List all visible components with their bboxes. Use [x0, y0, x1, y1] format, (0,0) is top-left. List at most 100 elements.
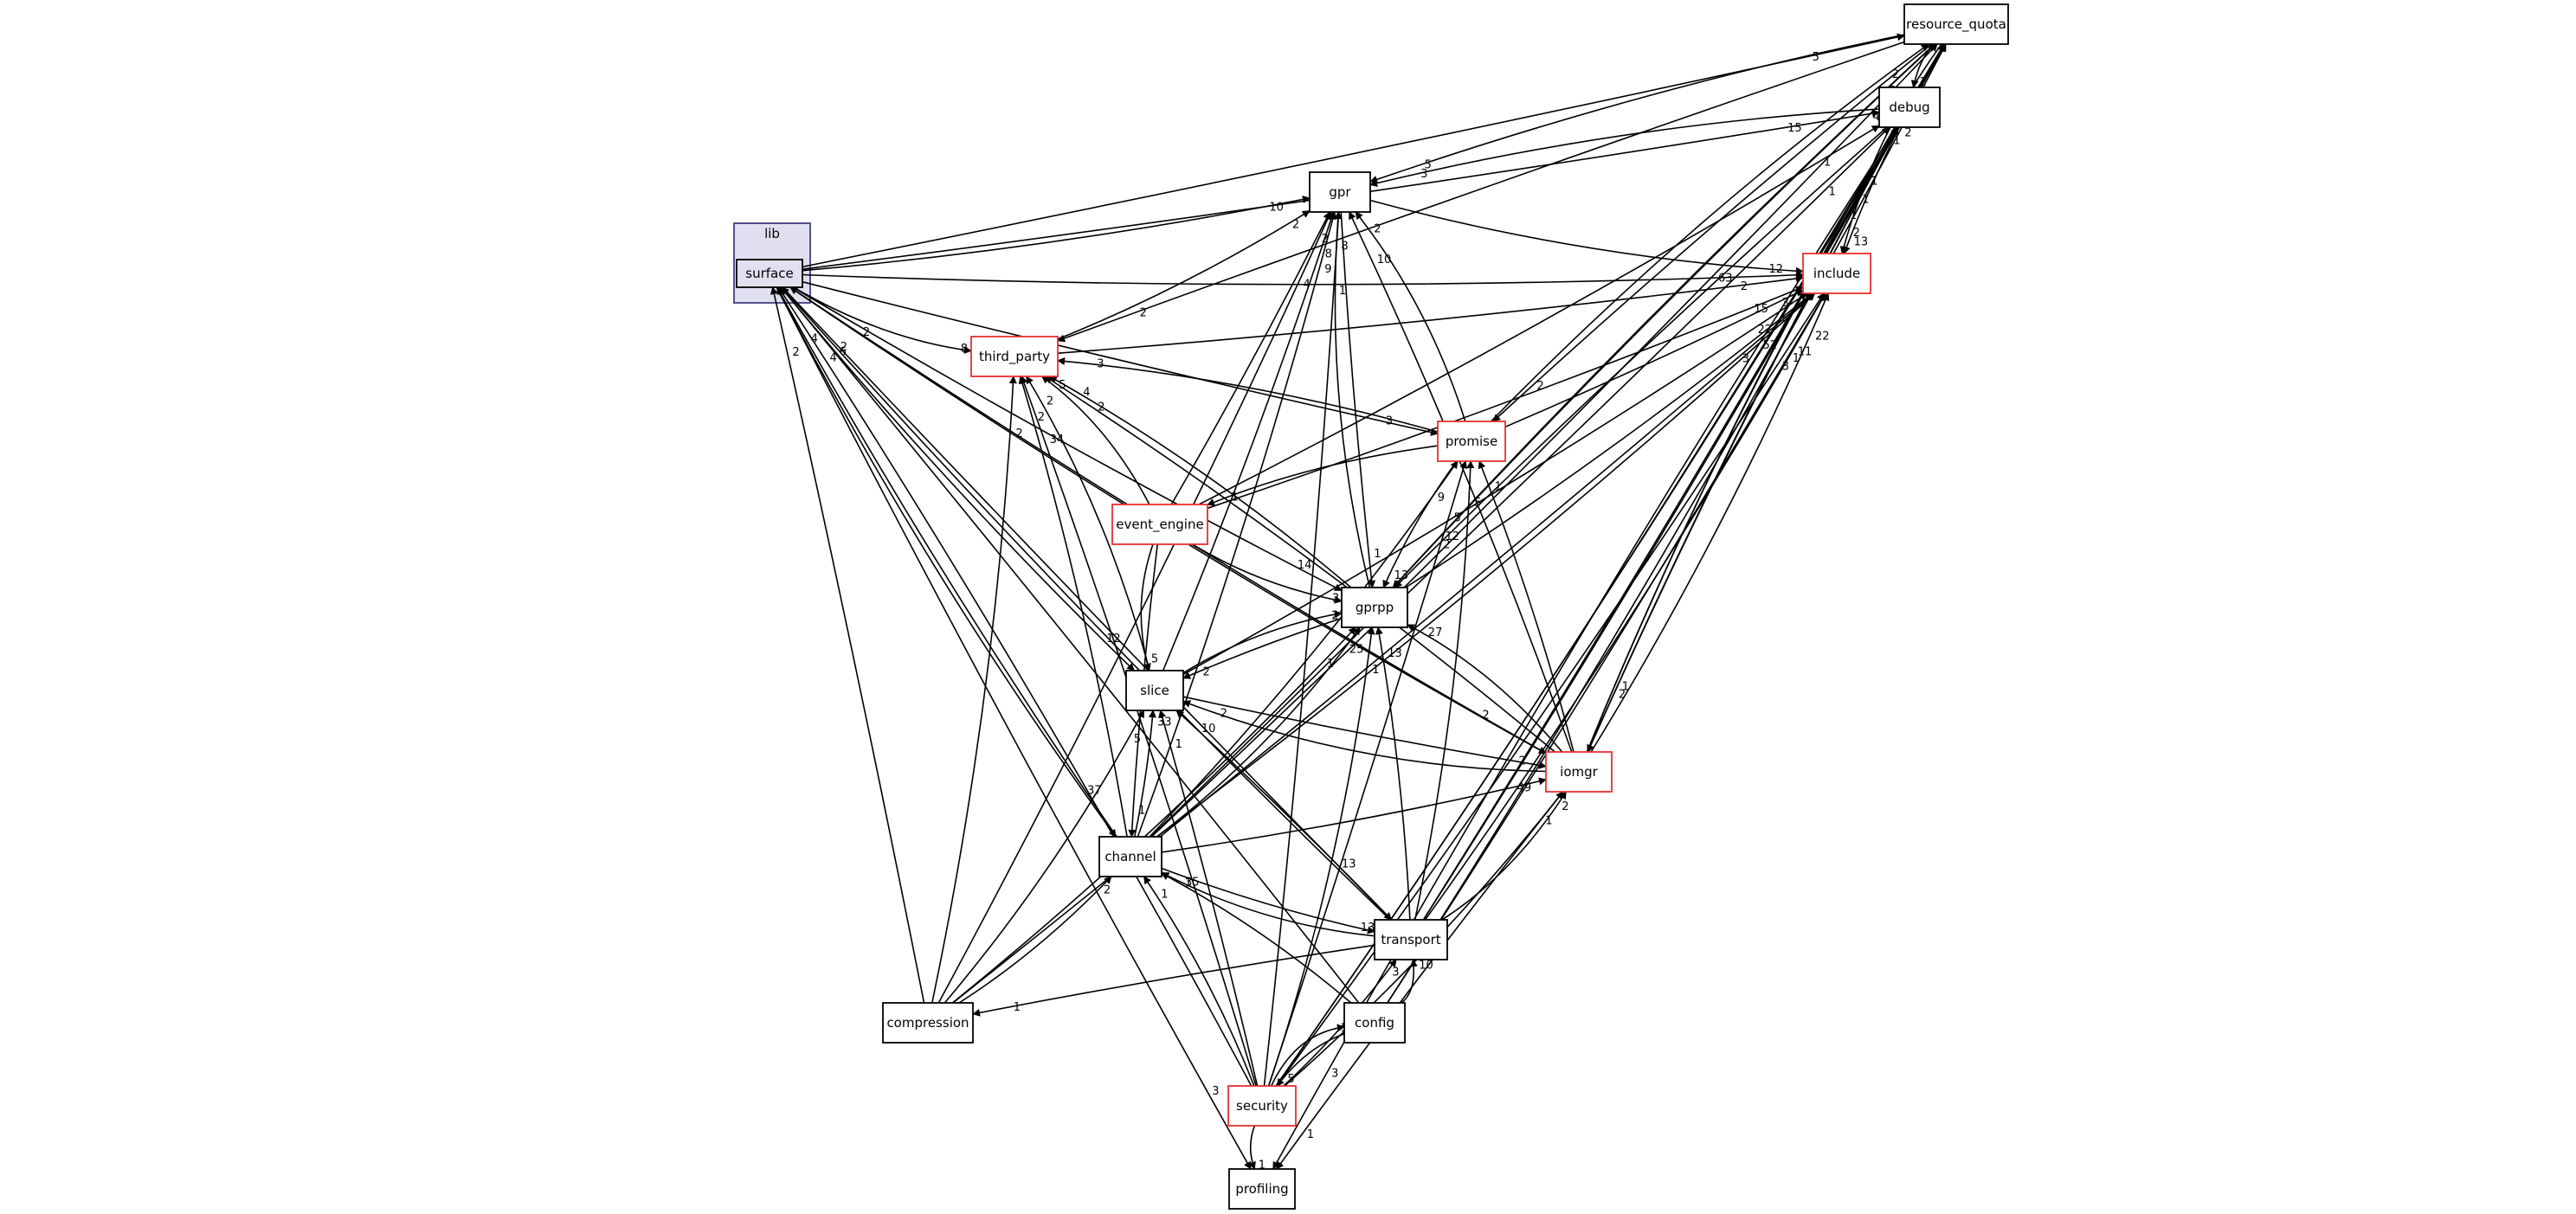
edge-channel-to-promise	[1149, 460, 1459, 838]
node-security[interactable]: security	[1227, 1085, 1297, 1127]
edge-gprpp-to-third_party	[1048, 376, 1352, 588]
edge-gprpp-to-gpr	[1334, 211, 1371, 588]
edge-label-security-to-include: 3	[1782, 360, 1789, 373]
node-gprpp-box	[1341, 587, 1408, 628]
node-debug[interactable]: debug	[1878, 87, 1941, 128]
node-promise[interactable]: promise	[1437, 421, 1506, 462]
edge-gprpp-to-include	[1405, 292, 1813, 588]
node-debug-label: debug	[1889, 100, 1929, 115]
edge-label-iomgr-to-profiling: 1	[1307, 1128, 1314, 1141]
edge-label-security-to-slice: 1	[1175, 738, 1182, 751]
edge-label-surface-to-promise: 3	[1386, 414, 1393, 427]
edge-label-security-to-iomgr: 1	[1545, 815, 1552, 828]
edge-security-to-third_party	[1020, 376, 1257, 1087]
edge-label-channel-to-gprpp: 25	[1349, 644, 1364, 657]
edge-label-gprpp-to-slice: 2	[1203, 666, 1210, 679]
node-surface-box	[736, 259, 803, 288]
edge-iomgr-to-debug	[1586, 126, 1898, 753]
node-event_engine-box	[1111, 504, 1208, 545]
edge-channel-to-gprpp	[1156, 626, 1361, 838]
node-gprpp[interactable]: gprpp	[1341, 587, 1408, 628]
edge-label-promise-to-gprpp: 13	[1394, 569, 1409, 582]
node-slice-label: slice	[1140, 683, 1169, 698]
node-surface[interactable]: surface	[736, 259, 803, 288]
edge-label-debug-to-gprpp: 2	[1443, 539, 1450, 552]
edge-iomgr-to-promise	[1478, 460, 1575, 753]
node-gpr[interactable]: gpr	[1309, 171, 1371, 213]
node-transport-label: transport	[1381, 932, 1440, 947]
node-iomgr-box	[1545, 751, 1613, 793]
edge-label-gprpp-to-include: 9	[1782, 316, 1789, 329]
edge-security-to-gpr	[1263, 211, 1343, 1087]
edge-label-surface-to-slice: 12	[1106, 633, 1121, 646]
edge-label-channel-to-transport: 13	[1361, 922, 1375, 935]
node-compression[interactable]: compression	[882, 1002, 974, 1044]
edge-gpr-to-gprpp	[1340, 211, 1376, 588]
node-config-label: config	[1355, 1015, 1394, 1031]
edge-label-surface-to-third_party: 8	[961, 343, 968, 356]
edge-label-event_engine-to-debug: 1	[1824, 157, 1831, 170]
edge-label-promise-to-gpr: 2	[1374, 222, 1381, 235]
node-config[interactable]: config	[1343, 1002, 1406, 1044]
edge-security-to-config	[1270, 1024, 1345, 1087]
node-resource_quota[interactable]: resource_quota	[1903, 3, 2009, 45]
edge-promise-to-resource_quota	[1490, 43, 1929, 422]
edge-label-gprpp-to-gpr: 8	[1341, 241, 1348, 254]
edge-label-channel-to-iomgr: 49	[1517, 781, 1532, 794]
edge-label-event_engine-to-include: 15	[1754, 303, 1768, 316]
edge-label-compression-to-channel: 2	[1104, 884, 1111, 897]
edge-label-security-to-surface: 4	[830, 352, 837, 365]
edge-compression-to-slice	[943, 710, 1145, 1004]
node-third_party[interactable]: third_party	[970, 336, 1059, 377]
node-iomgr[interactable]: iomgr	[1545, 751, 1613, 793]
edge-promise-to-gpr	[1355, 211, 1466, 422]
edge-label-transport-to-debug: 1	[1862, 194, 1869, 207]
edge-label-debug-to-profiling: 3	[1331, 1067, 1338, 1080]
edge-iomgr-to-gpr	[1349, 211, 1573, 753]
edge-label-iomgr-to-debug: 1	[1871, 175, 1877, 188]
edge-label-compression-to-gprpp: 1	[1327, 658, 1334, 671]
edge-label-layer: 5151063831412237133252221213132231212232…	[793, 51, 1928, 1172]
node-include[interactable]: include	[1802, 253, 1871, 294]
edge-surface-to-resource_quota	[802, 33, 1905, 268]
edge-security-to-surface	[777, 286, 1253, 1087]
edge-label-surface-to-transport: 13	[1342, 858, 1356, 871]
edge-security-to-include	[1276, 292, 1825, 1087]
edge-transport-to-include	[1424, 292, 1826, 921]
edge-security-to-transport	[1283, 959, 1397, 1087]
edge-label-third_party-to-gpr: 2	[1292, 219, 1299, 232]
edge-label-event_engine-to-third_party: 5	[1059, 379, 1066, 392]
edge-transport-to-compression	[972, 944, 1375, 1017]
node-transport[interactable]: transport	[1374, 919, 1448, 960]
edge-third_party-to-include	[1057, 274, 1804, 354]
node-profiling[interactable]: profiling	[1228, 1168, 1296, 1210]
edge-label-transport-to-gprpp: 13	[1388, 647, 1402, 660]
edge-label-config-to-channel: 1	[1185, 877, 1192, 890]
edge-debug-to-include	[1843, 126, 1901, 254]
edge-label-transport-to-include: 11	[1798, 346, 1813, 359]
edge-label-surface-to-channel: 37	[1087, 784, 1102, 797]
edge-channel-to-include	[1156, 292, 1816, 838]
edge-label-transport-to-slice: 10	[1201, 723, 1216, 735]
edge-label-surface-to-debug: 15	[1787, 122, 1802, 135]
edge-label-debug-to-include: 13	[1854, 235, 1869, 248]
edge-third_party-to-gpr	[1057, 209, 1311, 340]
edge-transport-to-surface	[781, 286, 1391, 921]
edge-debug-to-gprpp	[1394, 126, 1888, 588]
edge-event_engine-to-third_party	[1040, 376, 1150, 505]
node-channel[interactable]: channel	[1098, 836, 1162, 877]
node-slice[interactable]: slice	[1125, 670, 1184, 711]
node-promise-label: promise	[1446, 434, 1497, 449]
edge-surface-to-transport	[782, 286, 1393, 921]
edge-label-channel-to-resource_quota: 4	[1873, 111, 1880, 124]
edge-label-promise-to-resource_quota: 2	[1892, 68, 1899, 81]
edge-label-transport-to-iomgr: 2	[1562, 800, 1568, 813]
edge-channel-to-resource_quota	[1150, 43, 1938, 838]
edge-label-event_engine-to-channel: 1	[1138, 805, 1145, 818]
edge-slice-to-third_party	[1026, 376, 1150, 671]
edge-label-channel-to-promise: 9	[1438, 491, 1445, 504]
node-slice-box	[1125, 670, 1184, 711]
node-event_engine[interactable]: event_engine	[1111, 504, 1208, 545]
